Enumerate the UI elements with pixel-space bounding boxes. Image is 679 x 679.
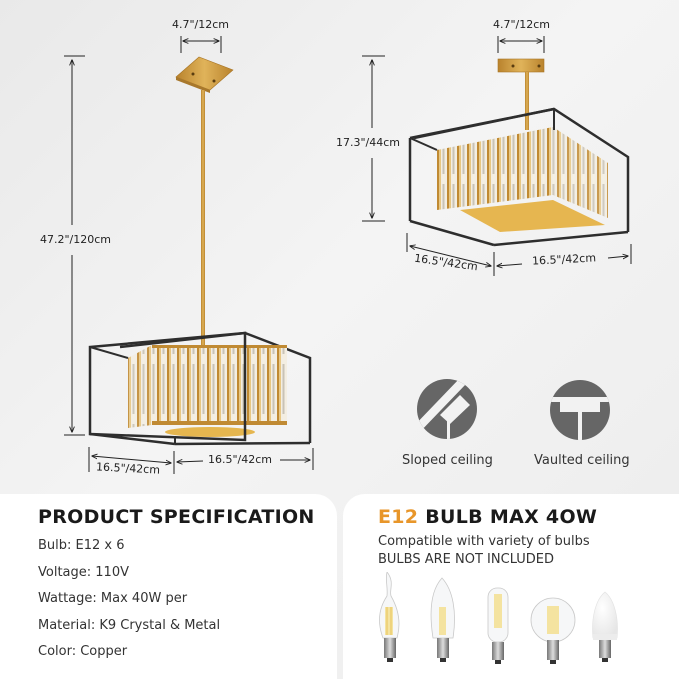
- tubular-filament-bulb-icon: [487, 587, 509, 664]
- flame-tip-filament-bulb-icon: [379, 572, 400, 662]
- spec-list: Bulb: E12 x 6 Voltage: 110V Wattage: Max…: [38, 538, 220, 671]
- bulb-types-illustration: [379, 572, 618, 664]
- spec-material: Material: K9 Crystal & Metal: [38, 617, 221, 633]
- bulb-compatibility-text: Compatible with variety of bulbs: [378, 534, 590, 549]
- frosted-candle-led-bulb-icon: [592, 591, 618, 662]
- globe-filament-bulb-icon: [530, 597, 576, 664]
- spec-wattage: Wattage: Max 40W per: [38, 591, 188, 606]
- pendant-fixture: [88, 331, 312, 446]
- candle-filament-bulb-icon: [430, 577, 455, 662]
- pendant-dimension-drawing: [64, 36, 632, 474]
- semi-flush-fixture: [408, 107, 630, 247]
- semi-flush-height-label: 17.3"/44cm: [336, 136, 401, 149]
- vaulted-ceiling-icon: [550, 380, 610, 440]
- pendant-width-label: 16.5"/42cm: [208, 453, 273, 466]
- spec-title: PRODUCT SPECIFICATION: [38, 506, 315, 528]
- vaulted-ceiling-label: Vaulted ceiling: [534, 453, 630, 468]
- bulbs-not-included-text: BULBS ARE NOT INCLUDED: [378, 552, 555, 567]
- spec-voltage: Voltage: 110V: [38, 564, 129, 580]
- pendant-canopy-width-label: 4.7"/12cm: [172, 18, 230, 31]
- ceiling-icons: [417, 379, 610, 440]
- bulb-title-accent: E12: [378, 506, 419, 528]
- sloped-ceiling-label: Sloped ceiling: [402, 453, 493, 468]
- pendant-height-label: 47.2"/120cm: [40, 233, 112, 246]
- spec-bulb: Bulb: E12 x 6: [38, 538, 125, 553]
- sloped-ceiling-icon: [417, 379, 477, 439]
- product-specification-panel: PRODUCT SPECIFICATION Bulb: E12 x 6 Volt…: [0, 494, 337, 679]
- bulb-title: E12 BULB MAX 4OW: [378, 506, 597, 528]
- bulb-info-panel: E12 BULB MAX 4OW Compatible with variety…: [343, 494, 679, 679]
- bulb-title-rest: BULB MAX 4OW: [418, 506, 598, 528]
- spec-color: Color: Copper: [38, 644, 128, 659]
- semi-flush-canopy-width-label: 4.7"/12cm: [493, 18, 551, 31]
- product-dimension-diagram: 4.7"/12cm 47.2"/120cm 16.5"/42cm 16.5"/4…: [40, 18, 632, 477]
